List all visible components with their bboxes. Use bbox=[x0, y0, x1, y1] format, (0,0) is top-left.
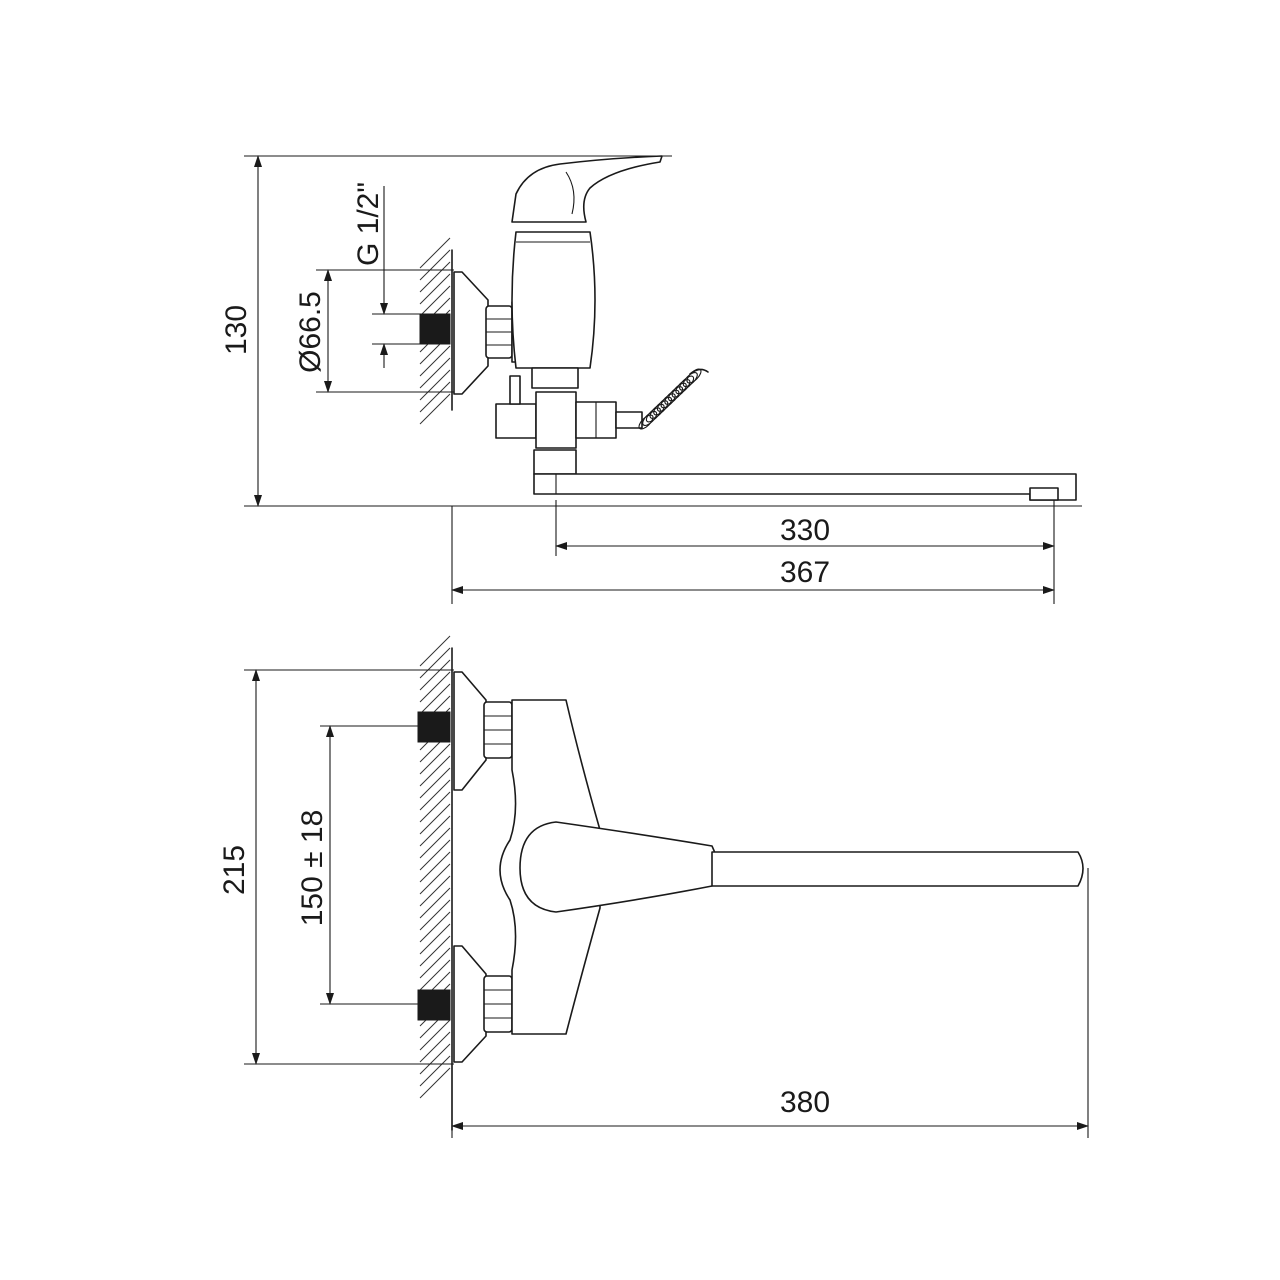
dim-centers: 150 ± 18 bbox=[296, 725, 334, 1005]
top-nut-lower bbox=[483, 975, 513, 1033]
side-shower-hose bbox=[638, 368, 709, 430]
top-nut-upper bbox=[483, 701, 513, 759]
side-stem bbox=[531, 367, 579, 389]
side-inlet-pipe bbox=[419, 313, 451, 345]
top-spout bbox=[711, 851, 1084, 887]
side-cartridge-body bbox=[511, 231, 596, 369]
top-flange-upper bbox=[453, 671, 487, 791]
side-diverter bbox=[495, 375, 643, 449]
dim-diameter: Ø66.5 bbox=[294, 269, 332, 393]
top-wall bbox=[419, 635, 453, 1131]
dim-thread-label: G 1/2" bbox=[352, 182, 385, 266]
top-view: 215 150 ± 18 380 bbox=[218, 635, 1089, 1138]
dim-width-label: 215 bbox=[218, 845, 251, 895]
side-lever-handle bbox=[511, 155, 663, 223]
side-spout bbox=[533, 449, 1077, 501]
dim-length-380: 380 bbox=[451, 1086, 1089, 1130]
side-view: 130 Ø66.5 G 1/2" 330 367 bbox=[220, 155, 1082, 604]
dim-height-130: 130 bbox=[220, 155, 262, 507]
side-flange bbox=[453, 271, 489, 395]
dim-diameter-label: Ø66.5 bbox=[294, 291, 327, 373]
dim-total-367: 367 bbox=[451, 556, 1055, 594]
dim-length-label: 380 bbox=[780, 1086, 830, 1119]
dim-spout-330: 330 bbox=[555, 514, 1055, 550]
top-lever-handle bbox=[519, 821, 718, 913]
top-flange-lower bbox=[453, 945, 487, 1063]
side-wall bbox=[419, 237, 453, 425]
dim-spout-label: 330 bbox=[780, 514, 830, 547]
top-inlet-lower bbox=[417, 989, 451, 1021]
side-nut bbox=[485, 305, 513, 359]
dim-centers-label: 150 ± 18 bbox=[296, 810, 329, 927]
dim-thread: G 1/2" bbox=[352, 182, 388, 368]
dim-total-label: 367 bbox=[780, 556, 830, 589]
dim-width-215: 215 bbox=[218, 669, 260, 1065]
top-inlet-upper bbox=[417, 711, 451, 743]
dim-height-label: 130 bbox=[220, 305, 253, 355]
